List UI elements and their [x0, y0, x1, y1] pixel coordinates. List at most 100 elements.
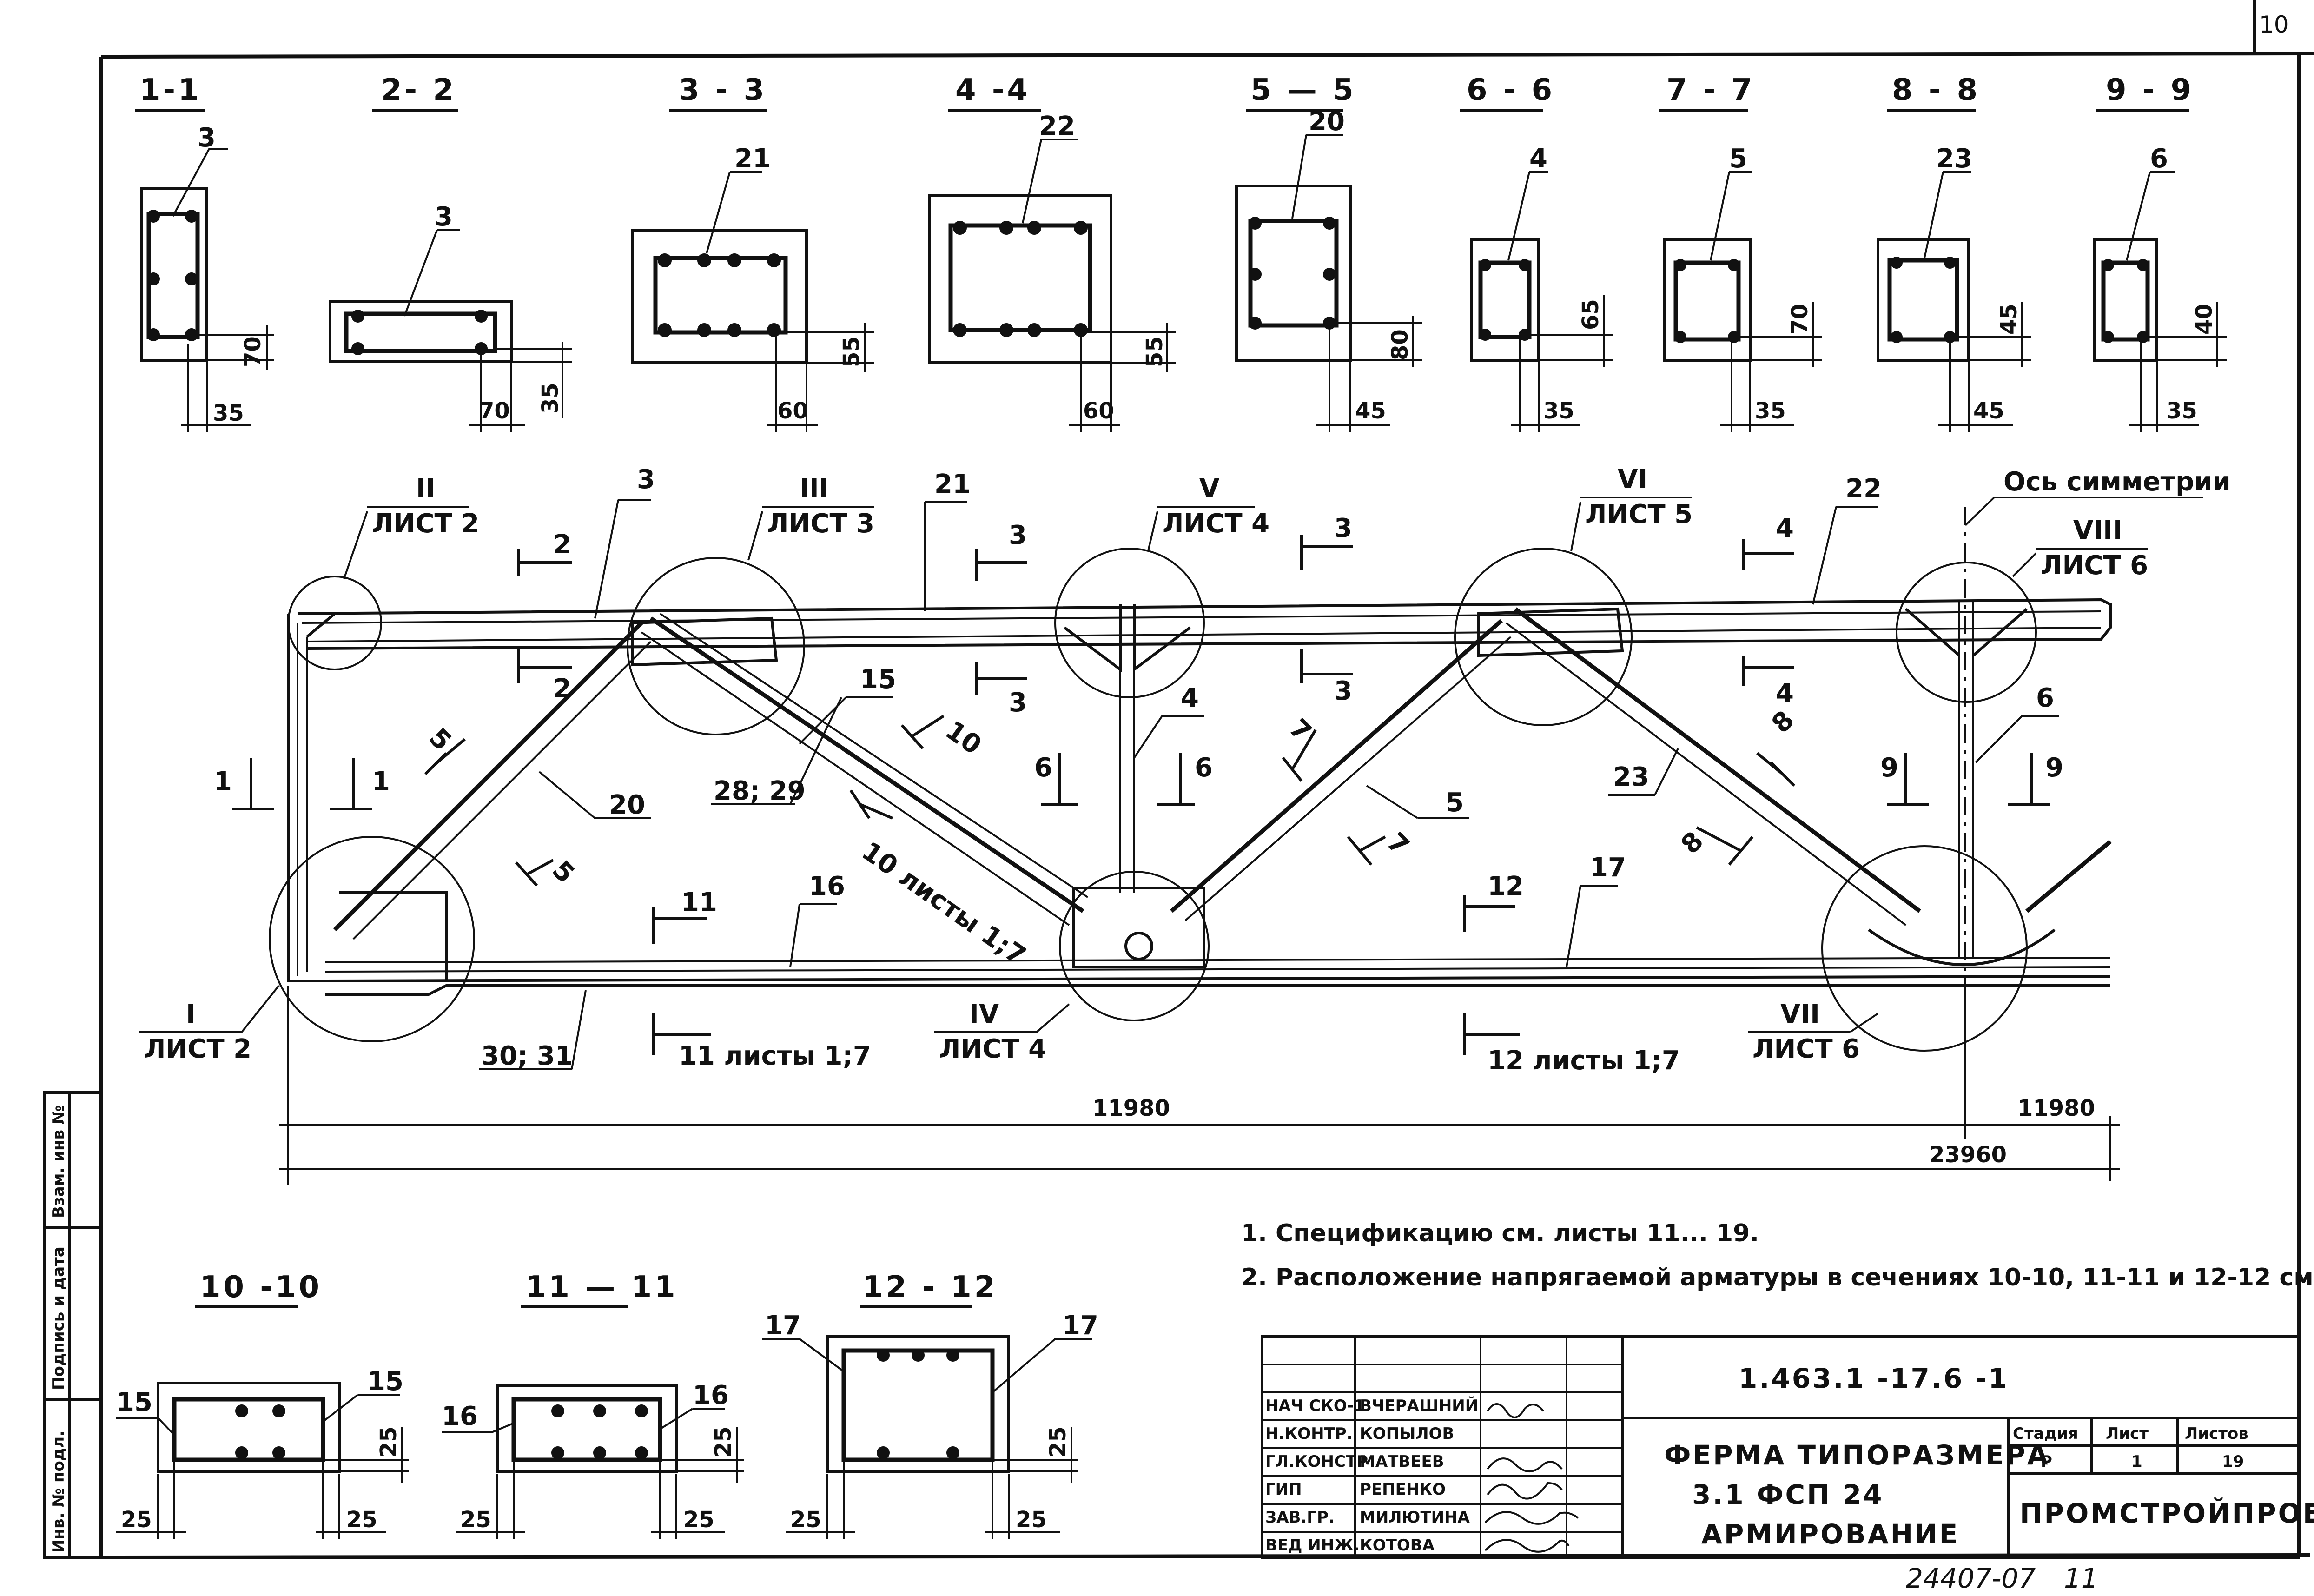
section-title: 3 - 3 — [679, 73, 767, 107]
mark-label: 21 — [934, 469, 971, 499]
mark-label: 4 — [1529, 144, 1547, 174]
node-ref: IV — [969, 999, 999, 1029]
cut-label: 7 — [1381, 827, 1415, 861]
overall-dimensions: 11980 11980 23960 — [279, 986, 2120, 1185]
dim-total: 23960 — [1929, 1142, 2007, 1168]
cut-label: 1 — [214, 767, 232, 797]
footer-code: 24407-07 — [1906, 1563, 2036, 1594]
mark-label: 17 — [1062, 1311, 1098, 1341]
stage-value: Р — [2041, 1452, 2052, 1471]
position-marks: 3 21 22 20 15 28; 29 4 5 23 6 16 17 30; … — [479, 464, 2059, 1071]
dim-label: 25 — [1016, 1507, 1047, 1533]
dim-label: 55 — [1142, 336, 1168, 367]
dim-label: 40 — [2191, 304, 2217, 335]
cut-label: 9 — [1880, 753, 1898, 783]
organization: ПРОМСТРОЙПРОЕКТ — [2020, 1497, 2314, 1529]
section-cuts: 1 1 2 2 3 3 3 3 4 4 5 5 6 6 7 — [214, 513, 2063, 1076]
title-line-3: АРМИРОВАНИЕ — [1701, 1518, 1959, 1550]
stamp-sign-label: Подпись и дата — [49, 1246, 68, 1390]
name-3: РЕПЕНКО — [1360, 1480, 1446, 1499]
dim-label: 65 — [1578, 299, 1604, 330]
cut-label: 11 листы 1;7 — [679, 1041, 871, 1071]
dim-label: 70 — [479, 398, 510, 424]
section-9-9: 9 - 9 6 40 35 — [2093, 73, 2227, 432]
section-10-10: 10 -10 15 15 25 25 25 — [116, 1270, 409, 1539]
dim-label: 25 — [121, 1507, 152, 1533]
mark-label: 20 — [609, 790, 645, 820]
mark-label: 22 — [1039, 111, 1075, 141]
mark-label: 17 — [765, 1311, 801, 1341]
note-1: 1. Спецификацию см. листы 11... 19. — [1241, 1219, 1759, 1247]
mark-label: 22 — [1845, 474, 1882, 504]
cut-label: 6 — [1195, 753, 1213, 783]
section-5-5: 5 — 5 20 80 45 — [1235, 73, 1422, 432]
title-line-1: ФЕРМА ТИПОРАЗМЕРА — [1664, 1439, 2050, 1471]
signatures — [1484, 1403, 1579, 1553]
cut-label: 8 — [1766, 705, 1800, 739]
cut-label: 12 — [1488, 871, 1524, 901]
name-4: МИЛЮТИНА — [1360, 1508, 1470, 1527]
dim-label: 35 — [1755, 398, 1786, 424]
dim-label: 25 — [1045, 1426, 1071, 1457]
node-ref-sheet: ЛИСТ 3 — [767, 509, 874, 539]
section-title: 12 - 12 — [862, 1270, 998, 1305]
node-ref-sheet: ЛИСТ 5 — [1585, 499, 1693, 530]
section-4-4: 4 -4 22 55 60 — [928, 73, 1176, 432]
mark-label: 21 — [734, 144, 771, 174]
section-3-3: 3 - 3 21 55 60 — [631, 73, 874, 432]
title-line-2: 3.1 ФСП 24 — [1692, 1479, 1884, 1510]
role-2: ГЛ.КОНСТР — [1265, 1452, 1368, 1471]
name-5: КОТОВА — [1360, 1536, 1435, 1555]
truss-elevation: Ось симметрии — [269, 467, 2231, 1052]
section-8-8: 8 - 8 23 45 45 — [1877, 73, 2031, 432]
sheets-value: 19 — [2222, 1452, 2244, 1471]
stage-header: Стадия — [2013, 1424, 2078, 1443]
footer-num: 11 — [2064, 1563, 2098, 1594]
mark-label: 15 — [116, 1387, 152, 1417]
node-ref: VII — [1780, 999, 1820, 1029]
dim-label: 60 — [777, 398, 808, 424]
cut-label: 4 — [1776, 513, 1794, 543]
section-title: 4 -4 — [955, 73, 1031, 107]
dim-label: 35 — [2166, 398, 2197, 424]
section-2-2: 2- 2 3 35 70 — [329, 73, 572, 432]
cut-label: 9 — [2045, 753, 2063, 783]
notes: 1. Спецификацию см. листы 11... 19. 2. Р… — [1241, 1219, 2314, 1291]
section-6-6: 6 - 6 4 65 35 — [1460, 73, 1613, 432]
dim-label: 25 — [346, 1507, 377, 1533]
dim-label: 45 — [1973, 398, 2004, 424]
node-ref: V — [1199, 474, 1220, 504]
page-number: 10 — [2259, 11, 2289, 38]
mark-label: 23 — [1613, 762, 1649, 792]
cut-label: 4 — [1776, 678, 1794, 709]
node-references: II ЛИСТ 2 III ЛИСТ 3 V ЛИСТ 4 VI ЛИСТ 5 … — [139, 464, 2148, 1064]
role-4: ЗАВ.ГР. — [1265, 1508, 1335, 1527]
cut-label: 3 — [1334, 513, 1352, 543]
section-11-11: 11 — 11 16 16 25 25 25 — [442, 1270, 744, 1539]
cut-label: 2 — [553, 674, 571, 704]
dim-label: 45 — [1355, 398, 1386, 424]
dim-half-left: 11980 — [1092, 1095, 1170, 1121]
dim-label: 35 — [1543, 398, 1574, 424]
name-0: ВЧЕРАШНИЙ — [1360, 1396, 1478, 1415]
note-2: 2. Расположение напрягаемой арматуры в с… — [1241, 1264, 2314, 1291]
sheet-value: 1 — [2131, 1452, 2142, 1471]
mark-label: 16 — [442, 1401, 478, 1431]
role-5: ВЕД ИНЖ. — [1265, 1536, 1360, 1555]
dim-label: 25 — [460, 1507, 491, 1533]
section-12-12: 12 - 12 17 17 25 25 25 — [762, 1270, 1098, 1539]
node-ref-sheet: ЛИСТ 2 — [144, 1034, 251, 1064]
node-ref: VIII — [2073, 516, 2122, 546]
mark-label: 3 — [198, 123, 216, 153]
role-0: НАЧ СКО-1 — [1265, 1397, 1365, 1415]
side-stamp: Инв. № подл. Подпись и дата Взам. инв № — [43, 1091, 103, 1559]
cut-label: 10 — [940, 715, 987, 761]
section-title: 2- 2 — [381, 73, 456, 107]
dim-label: 70 — [240, 336, 266, 367]
dim-label: 25 — [376, 1426, 402, 1457]
cut-label: 3 — [1334, 676, 1352, 706]
cut-label: 12 листы 1;7 — [1488, 1046, 1680, 1076]
dim-label: 45 — [1996, 304, 2022, 335]
mark-label: 4 — [1181, 683, 1199, 713]
